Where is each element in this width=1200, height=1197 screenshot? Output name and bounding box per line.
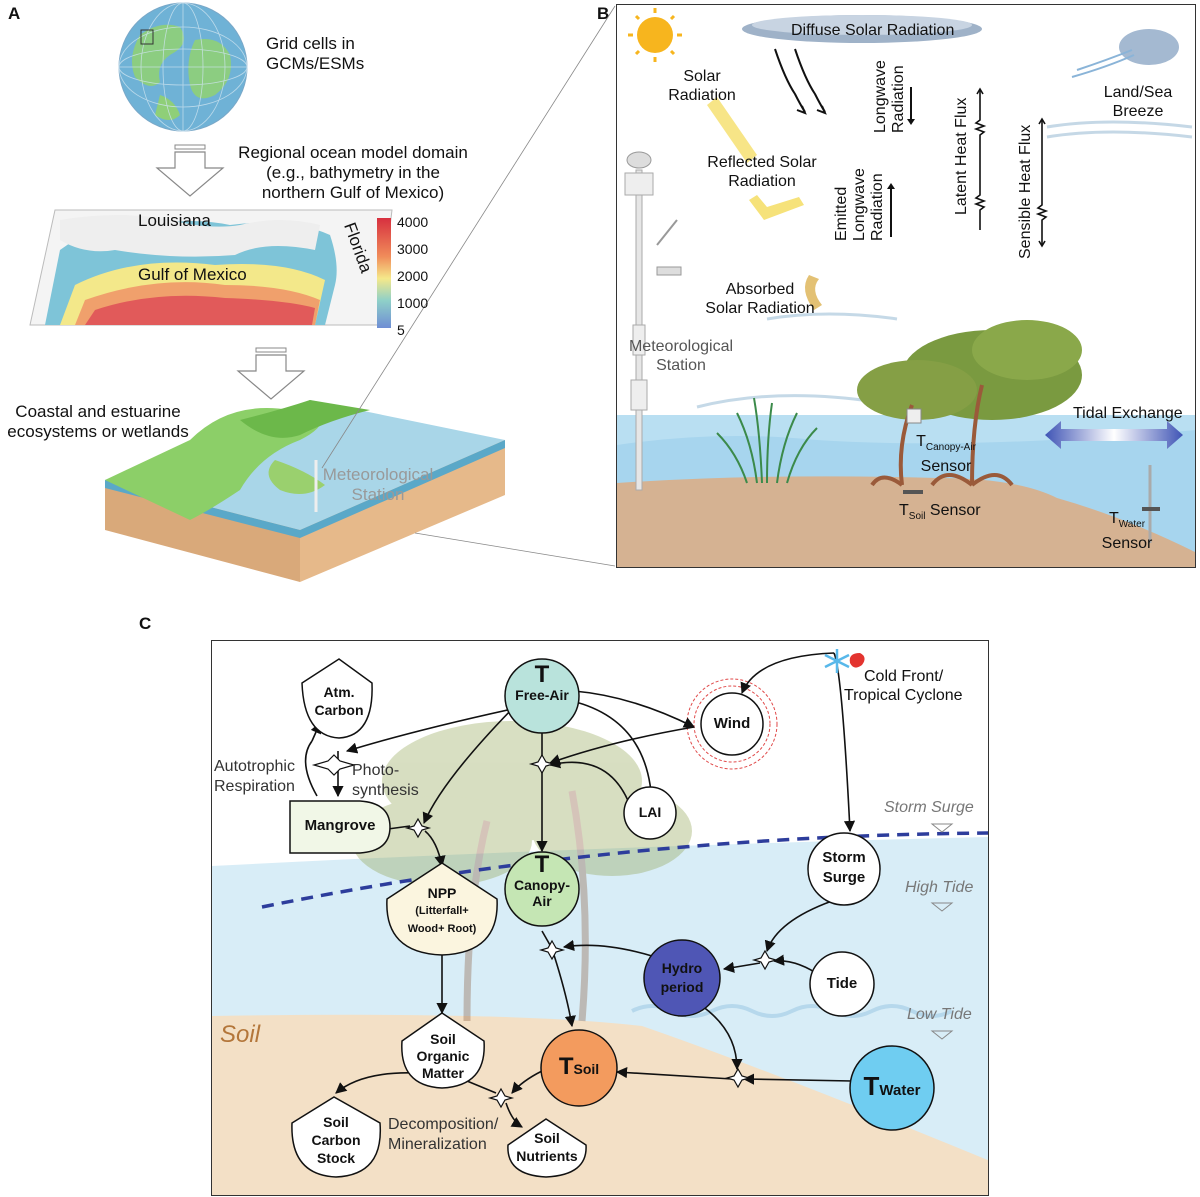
node-tide-text: Tide <box>826 975 858 992</box>
storm-surge-level-label: Storm Surge <box>884 799 974 816</box>
node-wind-text: Wind <box>713 715 751 732</box>
soil-sensor <box>903 490 923 494</box>
cloud-icon <box>742 15 982 43</box>
soil-sensor-label: TSoil Sensor <box>899 502 981 523</box>
latent-heat-label: Latent Heat Flux <box>953 97 970 215</box>
node-storm-surge <box>807 832 881 906</box>
sensible-heat-label: Sensible Heat Flux <box>1017 124 1034 259</box>
node-mangrove <box>289 800 391 854</box>
panel-c-graphics <box>212 641 988 1195</box>
sensible-heat-arrow <box>1035 117 1049 248</box>
snowflake-icon <box>824 649 850 673</box>
high-tide-label: High Tide <box>905 879 974 896</box>
tidal-exchange-arrow <box>1045 421 1183 449</box>
seagrass <box>716 397 818 484</box>
map-label-gulf: Gulf of Mexico <box>138 265 247 284</box>
node-lai <box>623 786 677 840</box>
node-t-free-air-text: T Free-Air <box>515 661 569 704</box>
sun-icon <box>628 8 682 62</box>
water-sensor <box>1142 507 1160 511</box>
node-t-water <box>849 1045 935 1131</box>
domain-label: Regional ocean model domain(e.g., bathym… <box>238 143 468 202</box>
globe-icon <box>118 2 248 132</box>
node-npp-text: NPP (Litterfall+ Wood+ Root) <box>407 885 477 935</box>
panel-a-graphics <box>29 2 616 582</box>
colorbar-ticks: 4000 3000 2000 1000 5 <box>397 214 429 338</box>
node-t-canopy-air <box>504 851 580 927</box>
panel-b-graphics <box>617 8 1195 567</box>
low-tide-label: Low Tide <box>907 1006 972 1023</box>
faded-mangrove-trees <box>352 721 692 1022</box>
decomposition-label: Decomposition/Mineralization <box>388 1116 499 1153</box>
node-t-canopy-air-text: T Canopy- Air <box>514 851 570 910</box>
met-station-tower <box>624 151 682 491</box>
down-arrow-icon <box>155 144 225 197</box>
node-soil-carbon <box>291 1096 382 1178</box>
node-wind <box>700 692 764 756</box>
canopy-sensor-label: TCanopy-Air Sensor <box>916 433 976 476</box>
node-lai-text: LAI <box>638 804 662 820</box>
node-tide <box>809 951 875 1017</box>
down-arrow-icon <box>236 347 306 400</box>
diffuse-arrows <box>774 48 827 115</box>
solar-beam <box>707 97 757 163</box>
map-label-louisiana: Louisiana <box>138 211 211 230</box>
latent-heat-arrow <box>973 87 987 230</box>
diffuse-solar-label: Diffuse Solar Radiation <box>791 22 955 39</box>
water-sensor-label: TWater Sensor <box>1101 510 1153 553</box>
node-t-free-air <box>504 658 580 734</box>
node-mangrove-text: Mangrove <box>304 817 376 834</box>
absorbed-beam <box>805 275 822 310</box>
storm-surge-line <box>261 831 988 909</box>
reflected-beam <box>749 195 804 220</box>
node-atm-carbon <box>301 658 373 739</box>
storm-surge-marker <box>930 823 954 833</box>
node-som <box>401 1012 485 1089</box>
soil-label: Soil <box>220 1021 261 1048</box>
canopy-sensor <box>906 408 922 424</box>
node-soil-nutrients <box>507 1118 587 1178</box>
cold-front-label: Cold Front/Tropical Cyclone <box>844 668 963 704</box>
node-t-water-text: TWater <box>863 1071 921 1101</box>
node-hydroperiod <box>643 939 721 1017</box>
panel-label-c: C <box>139 614 152 633</box>
node-t-soil-text: TSoil <box>558 1053 600 1080</box>
connector-line <box>414 532 616 567</box>
ecosystem-block <box>105 400 505 582</box>
bathymetry-map <box>29 209 393 328</box>
cyclone-icon <box>849 653 865 668</box>
high-tide-marker <box>930 902 954 912</box>
node-npp <box>386 862 498 956</box>
photosynthesis-label: Photo-synthesis <box>352 762 419 799</box>
panel-label-b: B <box>597 4 610 23</box>
tidal-exchange-label: Tidal Exchange <box>1073 405 1183 422</box>
panel-label-a: A <box>8 4 21 23</box>
wind-storm-ring <box>693 685 771 763</box>
breeze-cloud-icon <box>1071 29 1179 78</box>
node-atm-carbon-text: Atm.Carbon <box>314 684 364 718</box>
node-t-soil <box>540 1029 618 1107</box>
mangrove-trees <box>857 320 1082 487</box>
connector-line <box>321 5 616 469</box>
junction-icons <box>311 753 779 1109</box>
low-tide-marker <box>930 1030 954 1040</box>
